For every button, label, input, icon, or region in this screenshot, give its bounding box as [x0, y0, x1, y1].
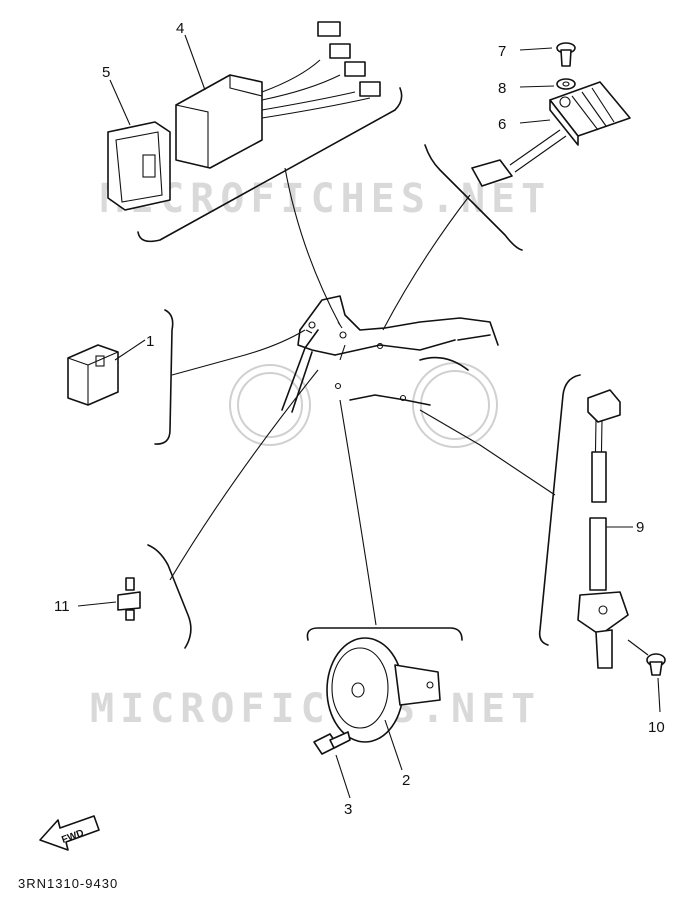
part-6-rectifier-regulator	[471, 81, 631, 187]
callout-9: 9	[636, 519, 644, 536]
leader-cdi	[284, 167, 341, 326]
part-5-relay-cover	[107, 121, 171, 211]
leader-regulator	[382, 194, 471, 331]
part-7-screw	[556, 42, 576, 67]
leader-part-11	[169, 369, 319, 581]
leader-part-1	[171, 329, 306, 376]
callout-7: 7	[498, 43, 506, 60]
callout-5: 5	[102, 64, 110, 81]
bracket-lower-left	[147, 544, 192, 649]
part-8-washer	[556, 78, 576, 90]
leader-part-9	[419, 409, 556, 496]
callout-6: 6	[498, 116, 506, 133]
leader-horn	[339, 399, 377, 626]
motorcycle-outline	[229, 295, 499, 448]
watermark-bottom: MICROFICHES.NET	[90, 686, 541, 732]
bracket-top-left	[137, 87, 403, 243]
callout-8: 8	[498, 80, 506, 97]
part-2-horn	[326, 637, 441, 743]
fwd-arrow-icon: FWD	[39, 815, 100, 851]
part-11-terminal	[117, 577, 141, 621]
part-10-screw	[627, 639, 666, 676]
part-4-cdi-unit	[175, 21, 381, 169]
bracket-right	[538, 374, 581, 646]
callout-leaders	[77, 34, 661, 799]
callout-10: 10	[648, 719, 665, 736]
callout-2: 2	[402, 772, 410, 789]
part-1-relay	[67, 344, 119, 406]
callout-3: 3	[344, 801, 352, 818]
callout-4: 4	[176, 20, 184, 37]
bracket-left	[154, 309, 174, 445]
watermark-top: MICROFICHES.NET	[100, 176, 551, 222]
callout-1: 1	[146, 333, 154, 350]
part-code: 3RN1310-9430	[18, 876, 118, 891]
part-3-bolt	[313, 731, 351, 755]
callout-11: 11	[54, 598, 70, 615]
part-9-switch	[577, 389, 629, 669]
bracket-bottom	[306, 627, 463, 641]
bracket-top-right	[424, 144, 523, 251]
